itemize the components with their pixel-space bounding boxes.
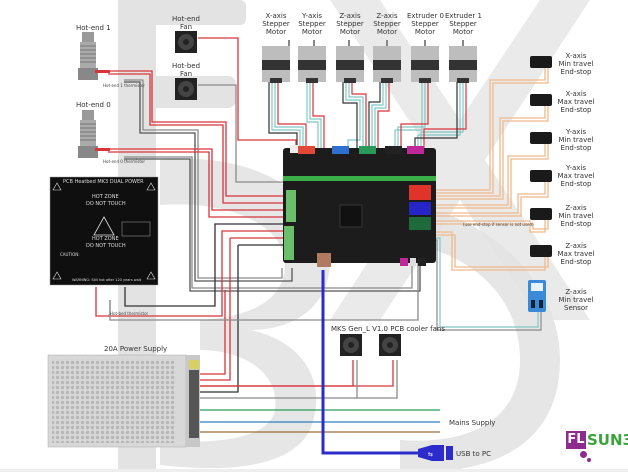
logo-fl: FL	[566, 431, 586, 449]
hotbed-thermistor-label: Hot-bed thermistor	[110, 311, 149, 316]
usb-cable: ⇆	[321, 270, 453, 461]
heatbed-warning: WARNING: Still hot after 120 years wait	[72, 278, 142, 282]
endstop-switch-icon	[530, 170, 552, 182]
heatbed-hot-zone-bottom: HOT ZONE	[92, 236, 119, 242]
control-board-icon	[283, 145, 436, 267]
hotend-0-label: Hot-end 0	[76, 101, 111, 109]
stepper-motor-icon	[336, 40, 364, 83]
endstop-switch-icon	[530, 132, 552, 144]
stepper-motor-icon	[449, 40, 477, 83]
heatbed-icon	[49, 176, 159, 286]
mains-supply-label: Mains Supply	[449, 419, 496, 427]
hotend-1-thermistor-label: Hot-end 1 thermistor	[103, 83, 145, 88]
power-supply-icon	[47, 354, 200, 448]
hotbed-fan-icon	[175, 78, 197, 100]
usb-plug-icon	[418, 445, 444, 461]
stepper-motors	[262, 40, 477, 83]
stepper-motor-icon	[262, 40, 290, 83]
stepper-motor-icon	[373, 40, 401, 83]
psu-label: 20A Power Supply	[104, 345, 168, 353]
logo-dot	[587, 458, 591, 462]
hotend-0-thermistor-label: Hot-end 0 thermistor	[103, 159, 145, 164]
heatbed-do-not-touch-bottom: DO NOT TOUCH	[86, 243, 126, 249]
endstop-note: (use end-stop if sensor is not used)	[463, 222, 534, 227]
endstop-switch-icon	[530, 94, 552, 106]
cooler-fan-1-icon	[340, 334, 362, 356]
bottom-divider	[0, 469, 628, 472]
hotend-1-icon	[78, 32, 110, 80]
z-sensor-icon	[528, 280, 546, 312]
stepper-wires	[268, 82, 467, 148]
svg-text:⇆: ⇆	[428, 451, 433, 458]
logo-dot	[580, 451, 587, 458]
mains-wires	[200, 409, 440, 433]
logo-sun3d: SUN3D	[587, 431, 628, 449]
stepper-motor-icon	[298, 40, 326, 83]
power-wires	[95, 37, 421, 399]
heatbed-hot-zone-top: HOT ZONE	[92, 194, 119, 200]
hotend-1-label: Hot-end 1	[76, 24, 111, 32]
cooler-fan-2-icon	[379, 334, 401, 356]
usb-to-pc-label: USB to PC	[456, 450, 491, 458]
endstop-wires	[432, 68, 549, 271]
endstops	[530, 56, 552, 257]
heatbed-title: PCB Heatbed MK3 DUAL POWER	[63, 179, 144, 185]
heatbed-caution: CAUTION:	[60, 252, 80, 257]
endstop-switch-icon	[530, 208, 552, 220]
cooler-fans-label: MKS Gen_L V1.0 PCB cooler fans	[331, 325, 445, 333]
stepper-motor-icon	[411, 40, 439, 83]
endstop-switch-icon	[530, 56, 552, 68]
endstop-switch-icon	[530, 245, 552, 257]
flsun3d-logo: FL SUN3D	[566, 431, 628, 465]
hotend-fan-icon	[175, 31, 197, 53]
heatbed-do-not-touch-top: DO NOT TOUCH	[86, 201, 126, 207]
hotend-0-icon	[78, 110, 110, 158]
